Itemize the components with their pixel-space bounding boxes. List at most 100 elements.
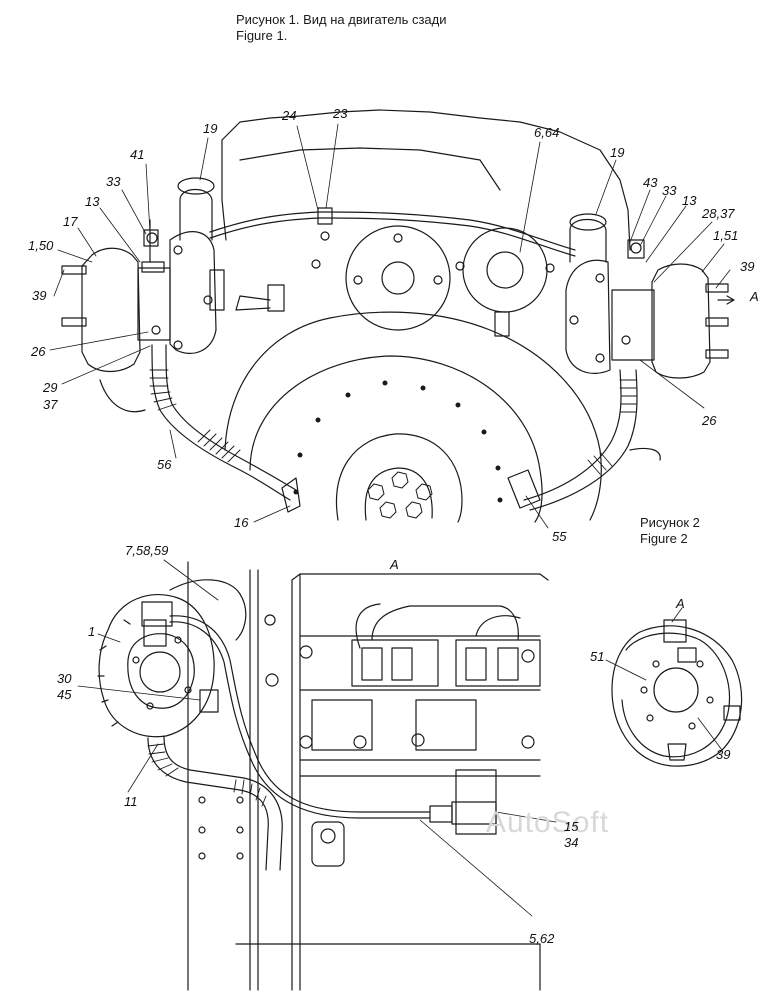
- right-drain-fitting: [507, 469, 541, 509]
- callout-6-64: 6,64: [534, 125, 560, 140]
- pipe-fitting-34: [451, 801, 497, 825]
- fig2-housing-outer: [611, 625, 743, 767]
- callout-17: 17: [63, 214, 78, 229]
- view-a-label: А: [390, 557, 399, 572]
- fig2-leader-lines: [605, 607, 723, 751]
- right-drain-hose: [523, 369, 622, 501]
- view-a-drawing: [77, 559, 557, 991]
- right-turbo-outlet: [569, 218, 607, 263]
- view-a-arrow: [717, 295, 735, 305]
- right-turbo-center-housing: [611, 289, 655, 361]
- callout-1-51: 1,51: [713, 228, 739, 243]
- callout-23: 23: [333, 106, 348, 121]
- right-turbocharger: [565, 213, 729, 379]
- callout-33-right: 33: [662, 183, 677, 198]
- fig2-side-fitting: [723, 705, 741, 721]
- callout-56: 56: [157, 457, 172, 472]
- fig2-view-a-label: А: [676, 596, 685, 611]
- left-turbo-inlet-pipe-bottom: [61, 317, 87, 327]
- turbo-a-banjo: [143, 619, 167, 647]
- callout-43: 43: [643, 175, 658, 190]
- callout-41: 41: [130, 147, 145, 162]
- clamp-bolt-23: [320, 231, 330, 241]
- figure2-caption: Рисунок 2 Figure 2: [640, 515, 700, 547]
- left-turbocharger: [61, 177, 225, 373]
- flywheel-inner: [336, 433, 463, 523]
- callout-26-left: 26: [31, 344, 46, 359]
- figure2-caption-en: Figure 2: [640, 531, 688, 546]
- figure1-caption: Рисунок 1. Вид на двигатель сзади Figure…: [236, 12, 447, 44]
- frame-bottom: [235, 943, 541, 991]
- callout-34: 34: [564, 835, 579, 850]
- right-turbo-clamp: [569, 213, 607, 231]
- left-hose-corrugation: [149, 369, 241, 463]
- callout-13-right: 13: [682, 193, 697, 208]
- left-turbo-bolts: [146, 232, 213, 350]
- callout-30: 30: [57, 671, 72, 686]
- view-a-leader-lines: [77, 559, 557, 917]
- left-bracket-37: [99, 379, 146, 413]
- callout-39-fig2: 39: [716, 747, 731, 762]
- callout-1: 1: [88, 624, 96, 639]
- callout-19-right: 19: [610, 145, 625, 160]
- engine-block-outline: [221, 109, 631, 251]
- gear-cover-right: [462, 227, 548, 313]
- flywheel-bolt-circle: [293, 380, 503, 503]
- callout-1-50: 1,50: [28, 238, 54, 253]
- turbo-a-flange: [127, 633, 195, 709]
- left-turbo-clamp: [177, 177, 215, 195]
- left-turbo-turbine-housing: [169, 231, 217, 354]
- left-turbo-actuator: [209, 269, 225, 311]
- gear-hub-right: [486, 251, 524, 289]
- callout-51: 51: [590, 649, 605, 664]
- figure1-drawing: [49, 109, 735, 529]
- right-turbo-inlet-pipe-top: [705, 283, 729, 293]
- turbo-a-rim-bolts: [97, 619, 131, 727]
- fig2-fitting-top: [663, 619, 687, 643]
- callout-7-58-59: 7,58,59: [125, 543, 169, 558]
- fuel-lines: [355, 603, 521, 649]
- fig2-flange-bolts: [640, 660, 714, 730]
- right-banjo-fitting: [627, 239, 645, 259]
- right-turbo-compressor-housing: [651, 263, 711, 379]
- oil-feed-tube: [209, 211, 576, 251]
- left-turbo-center-housing: [137, 267, 171, 341]
- hose-11-corrugation: [147, 743, 267, 807]
- figure1-leader-lines: [49, 123, 731, 529]
- block-upper-edge: [291, 573, 549, 991]
- watermark-autosoft: AutoSoft: [486, 806, 610, 839]
- callout-5-62: 5,62: [529, 931, 555, 946]
- figure2-caption-ru: Рисунок 2: [640, 515, 700, 530]
- right-hose-corrugation: [587, 379, 638, 475]
- gear-cover-left: [345, 225, 451, 331]
- callout-11: 11: [124, 794, 138, 809]
- callout-37: 37: [43, 397, 58, 412]
- flywheel-housing: [224, 311, 602, 521]
- turbo-a-feed-pipe: [169, 615, 431, 819]
- turbo-a-flange-bolts: [132, 636, 192, 710]
- left-turbo-outlet: [179, 188, 213, 241]
- tube-clamp-23: [317, 207, 333, 225]
- left-banjo-fitting: [143, 229, 159, 247]
- flywheel-ring: [249, 355, 543, 523]
- oil-feed-tube-inner: [209, 217, 576, 257]
- flywheel-hub-ring: [364, 467, 433, 521]
- callout-24: 24: [282, 108, 297, 123]
- left-drain-hose-outer: [165, 344, 297, 491]
- fig2-bore: [653, 667, 699, 713]
- fig2-drain: [667, 743, 687, 761]
- callout-29: 29: [43, 380, 58, 395]
- hose-11: [147, 735, 283, 871]
- figure2-drawing: [605, 607, 743, 767]
- turbo-a-bracket-30: [199, 689, 219, 713]
- right-turbo-inlet-pipe-mid: [705, 317, 729, 327]
- turbo-a-outlet-bore: [139, 651, 181, 693]
- callout-33-left: 33: [106, 174, 121, 189]
- left-drain-fitting-16: [281, 477, 301, 513]
- block-bolts: [264, 614, 535, 749]
- left-turbo-inlet-pipe-top: [61, 265, 87, 275]
- callout-55: 55: [552, 529, 567, 544]
- right-turbo-turbine-housing: [565, 259, 611, 374]
- callout-45: 45: [57, 687, 72, 702]
